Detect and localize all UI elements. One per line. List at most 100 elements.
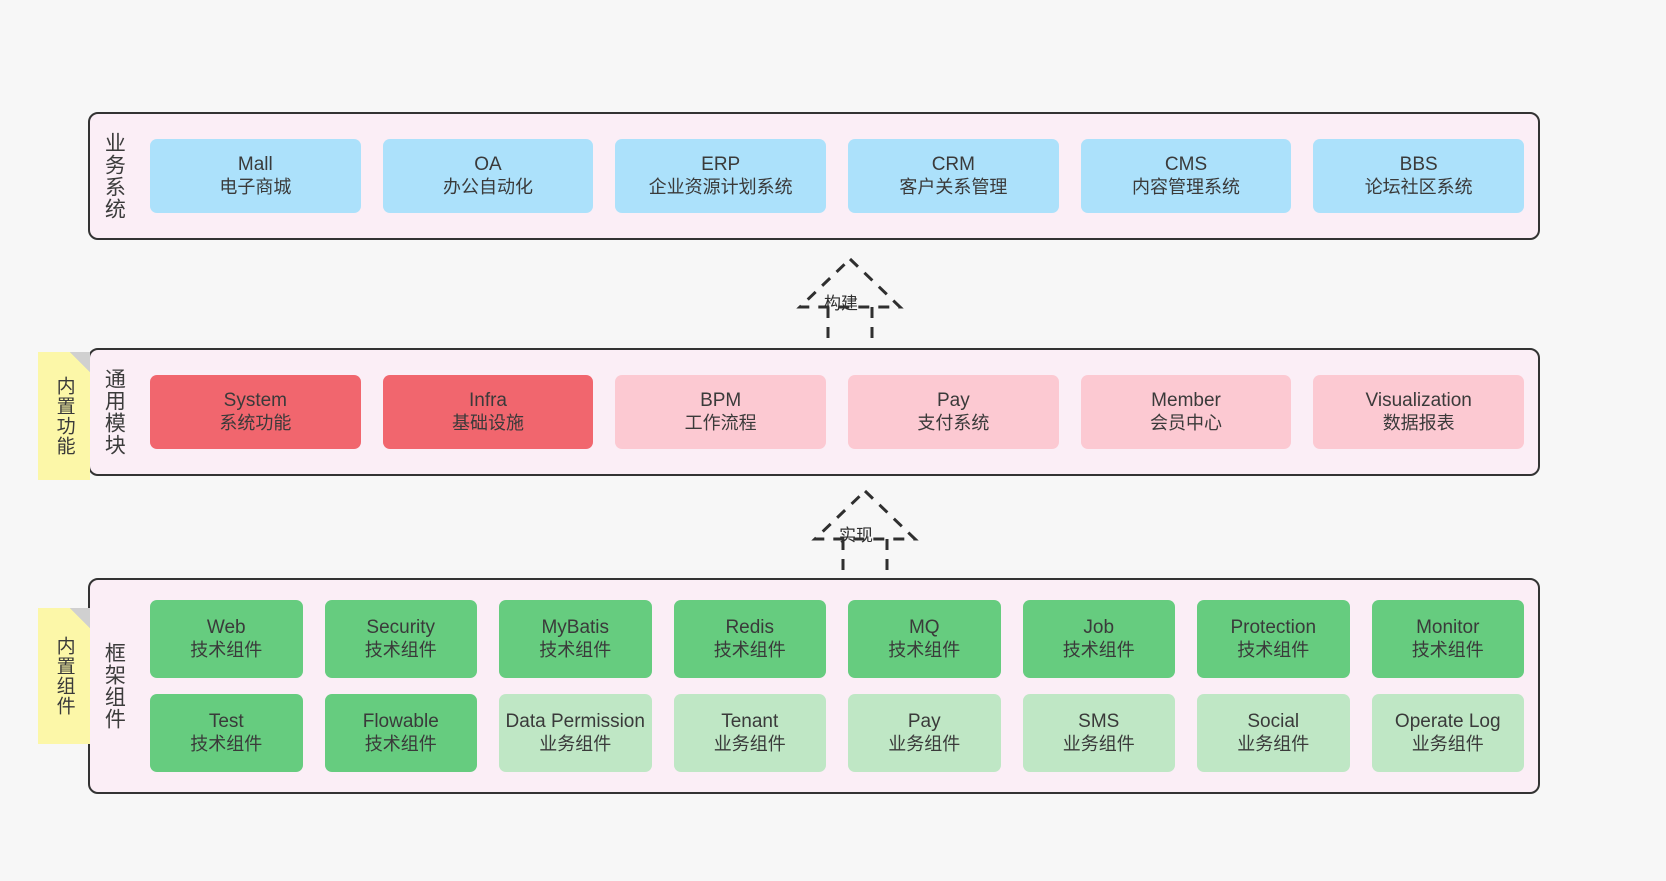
layer-framework-components-label: 框架组件: [102, 642, 126, 730]
component-box-operate-log-cn: 业务组件: [1411, 733, 1484, 754]
component-box-mybatis-cn: 技术组件: [539, 639, 612, 660]
module-box-system-en: System: [223, 390, 288, 412]
common-modules-row: System 系统功能 Infra 基础设施 BPM 工作流程 Pay 支付系统…: [150, 375, 1525, 449]
component-box-operate-log[interactable]: Operate Log 业务组件: [1371, 694, 1524, 772]
layer-framework-components-body: Web 技术组件 Security 技术组件 MyBatis 技术组件 Redi…: [136, 580, 1538, 792]
framework-components-row-2: Test 技术组件 Flowable 技术组件 Data Permission …: [150, 694, 1524, 772]
module-box-bpm-cn: 工作流程: [684, 412, 757, 433]
component-box-flowable[interactable]: Flowable 技术组件: [324, 694, 477, 772]
module-box-system[interactable]: System 系统功能: [150, 375, 361, 449]
module-box-visualization-en: Visualization: [1365, 390, 1472, 412]
component-box-security-en: Security: [366, 617, 436, 639]
component-box-protection-cn: 技术组件: [1237, 639, 1310, 660]
component-box-sms[interactable]: SMS 业务组件: [1022, 694, 1175, 772]
connector-build-label: 构建: [824, 294, 858, 313]
layer-common-modules-body: System 系统功能 Infra 基础设施 BPM 工作流程 Pay 支付系统…: [136, 350, 1538, 474]
layer-business-systems-body: Mall 电子商城 OA 办公自动化 ERP 企业资源计划系统 CRM 客户关系…: [136, 114, 1538, 238]
module-box-member-en: Member: [1151, 390, 1221, 412]
component-box-security[interactable]: Security 技术组件: [324, 600, 477, 678]
component-box-job[interactable]: Job 技术组件: [1022, 600, 1175, 678]
component-box-tenant[interactable]: Tenant 业务组件: [673, 694, 826, 772]
layer-common-modules-label: 通用模块: [102, 368, 126, 456]
business-box-mall-cn: 电子商城: [219, 176, 292, 197]
business-box-oa-cn: 办公自动化: [443, 176, 533, 197]
module-box-infra-en: Infra: [468, 390, 508, 412]
layer-framework-components: 框架组件 Web 技术组件 Security 技术组件 MyBatis 技术组件…: [88, 578, 1540, 794]
component-box-redis[interactable]: Redis 技术组件: [673, 600, 826, 678]
business-box-crm[interactable]: CRM 客户关系管理: [848, 139, 1059, 213]
module-box-member-cn: 会员中心: [1150, 412, 1223, 433]
business-box-mall-en: Mall: [237, 154, 273, 176]
business-box-cms[interactable]: CMS 内容管理系统: [1080, 139, 1292, 213]
component-box-monitor-en: Monitor: [1416, 617, 1480, 639]
business-box-erp[interactable]: ERP 企业资源计划系统: [615, 139, 827, 213]
module-box-visualization[interactable]: Visualization 数据报表: [1313, 375, 1525, 449]
business-box-bbs-cn: 论坛社区系统: [1364, 176, 1473, 197]
component-box-web-cn: 技术组件: [190, 639, 263, 660]
component-box-pay-cn: 业务组件: [888, 733, 961, 754]
business-box-cms-en: CMS: [1164, 154, 1208, 176]
component-box-pay-en: Pay: [907, 711, 941, 733]
component-box-sms-en: SMS: [1078, 711, 1120, 733]
connector-implement-label: 实现: [839, 526, 873, 545]
module-box-system-cn: 系统功能: [219, 412, 292, 433]
component-box-mq-en: MQ: [908, 617, 940, 639]
business-box-erp-cn: 企业资源计划系统: [648, 176, 793, 197]
component-box-flowable-en: Flowable: [362, 711, 439, 733]
component-box-redis-en: Redis: [725, 617, 775, 639]
component-box-monitor[interactable]: Monitor 技术组件: [1371, 600, 1524, 678]
business-box-bbs[interactable]: BBS 论坛社区系统: [1313, 139, 1525, 213]
component-box-security-cn: 技术组件: [364, 639, 437, 660]
business-box-oa[interactable]: OA 办公自动化: [382, 139, 594, 213]
module-box-member[interactable]: Member 会员中心: [1080, 375, 1292, 449]
connector-build-stem: [826, 307, 874, 347]
component-box-pay[interactable]: Pay 业务组件: [848, 694, 1001, 772]
module-box-visualization-cn: 数据报表: [1382, 412, 1455, 433]
component-box-mybatis-en: MyBatis: [541, 617, 610, 639]
business-box-cms-cn: 内容管理系统: [1132, 176, 1241, 197]
business-box-oa-en: OA: [474, 154, 502, 176]
component-box-tenant-en: Tenant: [721, 711, 779, 733]
component-box-web-en: Web: [206, 617, 246, 639]
component-box-data-permission-en: Data Permission: [505, 711, 645, 733]
layer-business-systems: 业务系统 Mall 电子商城 OA 办公自动化 ERP 企业资源计划系统 CRM…: [88, 112, 1540, 240]
component-box-web[interactable]: Web 技术组件: [150, 600, 303, 678]
sticky-note-builtin-functions[interactable]: 内置功能: [38, 352, 90, 480]
component-box-mq[interactable]: MQ 技术组件: [848, 600, 1001, 678]
component-box-data-permission-cn: 业务组件: [539, 733, 612, 754]
connector-build: 构建: [760, 255, 940, 347]
module-box-bpm-en: BPM: [700, 390, 742, 412]
component-box-mybatis[interactable]: MyBatis 技术组件: [499, 600, 652, 678]
component-box-job-cn: 技术组件: [1062, 639, 1135, 660]
sticky-note-builtin-components-label: 内置组件: [53, 636, 75, 716]
framework-components-row-1: Web 技术组件 Security 技术组件 MyBatis 技术组件 Redi…: [150, 600, 1524, 678]
component-box-redis-cn: 技术组件: [713, 639, 786, 660]
layer-business-systems-label: 业务系统: [102, 132, 126, 220]
component-box-test-en: Test: [208, 711, 244, 733]
component-box-data-permission[interactable]: Data Permission 业务组件: [499, 694, 652, 772]
component-box-protection-en: Protection: [1230, 617, 1317, 639]
connector-build-arrowhead: [796, 256, 904, 309]
module-box-infra[interactable]: Infra 基础设施: [382, 375, 594, 449]
module-box-bpm[interactable]: BPM 工作流程: [615, 375, 827, 449]
component-box-mq-cn: 技术组件: [888, 639, 961, 660]
connector-implement: 实现: [775, 487, 955, 579]
business-box-bbs-en: BBS: [1399, 154, 1438, 176]
module-box-pay-cn: 支付系统: [917, 412, 990, 433]
business-systems-row: Mall 电子商城 OA 办公自动化 ERP 企业资源计划系统 CRM 客户关系…: [150, 139, 1525, 213]
sticky-note-builtin-components[interactable]: 内置组件: [38, 608, 90, 744]
component-box-social-en: Social: [1247, 711, 1300, 733]
component-box-operate-log-en: Operate Log: [1394, 711, 1501, 733]
component-box-social[interactable]: Social 业务组件: [1197, 694, 1350, 772]
business-box-mall[interactable]: Mall 电子商城: [150, 139, 361, 213]
business-box-erp-en: ERP: [701, 154, 741, 176]
component-box-test-cn: 技术组件: [190, 733, 263, 754]
component-box-protection[interactable]: Protection 技术组件: [1197, 600, 1350, 678]
component-box-tenant-cn: 业务组件: [713, 733, 786, 754]
module-box-pay[interactable]: Pay 支付系统: [848, 375, 1059, 449]
component-box-sms-cn: 业务组件: [1062, 733, 1135, 754]
sticky-note-builtin-functions-label: 内置功能: [53, 376, 75, 456]
component-box-test[interactable]: Test 技术组件: [150, 694, 303, 772]
component-box-monitor-cn: 技术组件: [1411, 639, 1484, 660]
